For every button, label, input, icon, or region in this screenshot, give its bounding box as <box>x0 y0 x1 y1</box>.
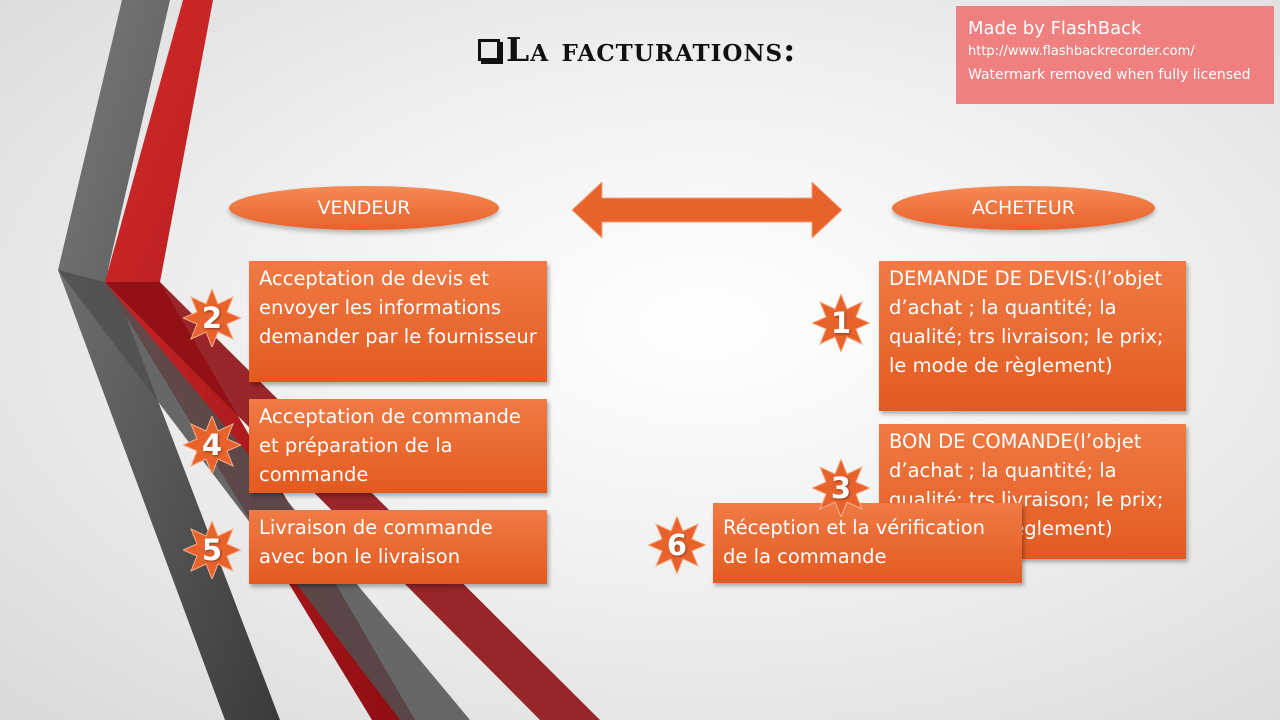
gray-band <box>58 270 470 720</box>
step-number-4: 4 <box>183 416 241 474</box>
star-badge-icon <box>183 416 241 474</box>
step-number-6: 6 <box>648 516 706 574</box>
checkbox-bullet-icon <box>478 38 500 61</box>
star-badge-icon <box>812 459 870 517</box>
step-box-5: Livraison de commande avec bon le livrai… <box>249 510 547 584</box>
step-number-5: 5 <box>183 521 241 579</box>
step-box-2: Acceptation de devis et envoyer les info… <box>249 261 547 382</box>
star-badge-icon <box>183 521 241 579</box>
watermark-title: Made by FlashBack <box>968 18 1142 39</box>
title-text: La facturations: <box>506 30 797 69</box>
step-number-3: 3 <box>812 459 870 517</box>
watermark-note: Watermark removed when fully licensed <box>968 67 1251 83</box>
step-number-2: 2 <box>183 289 241 347</box>
star-badge-icon <box>648 516 706 574</box>
step-box-4: Acceptation de commande et préparation d… <box>249 399 547 493</box>
dark-red-band <box>105 282 600 720</box>
slide-title: La facturations: <box>478 30 796 69</box>
watermark-url: http://www.flashbackrecorder.com/ <box>968 44 1195 59</box>
star-badge-icon <box>812 294 870 352</box>
double-arrow-icon <box>572 182 842 238</box>
watermark-banner: Made by FlashBack http://www.flashbackre… <box>956 6 1274 104</box>
step-number-1: 1 <box>812 294 870 352</box>
star-badge-icon <box>183 289 241 347</box>
step-box-6: Réception et la vérification de la comma… <box>713 503 1022 583</box>
gray-stripe <box>58 0 280 720</box>
seller-header: VENDEUR <box>229 186 499 230</box>
step-box-1: DEMANDE DE DEVIS:(l’objet d’achat ; la q… <box>879 261 1186 411</box>
buyer-header: ACHETEUR <box>892 186 1155 230</box>
